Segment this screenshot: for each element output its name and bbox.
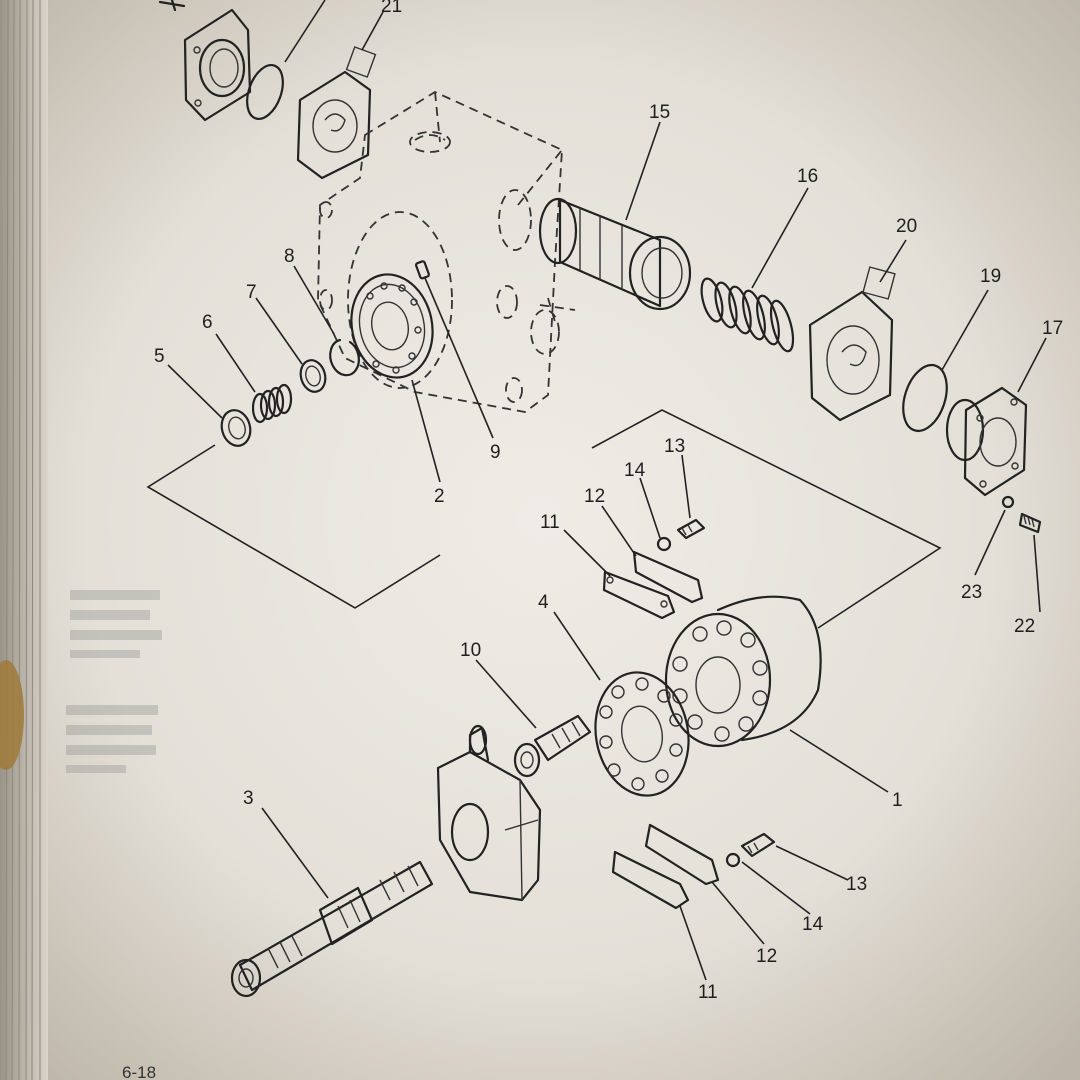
callout-1: 1 (892, 790, 903, 811)
callout-12-upper: 12 (584, 486, 605, 507)
o-ring-19 (902, 363, 948, 433)
callout-8: 8 (284, 246, 295, 267)
bolt-13-lower (740, 832, 776, 858)
bleed-through-text (66, 590, 162, 773)
callout-17: 17 (1042, 318, 1063, 339)
ring-7 (299, 359, 327, 393)
swash-block (436, 724, 542, 902)
callout-21: 21 (381, 0, 402, 17)
callout-14-lower: 14 (802, 914, 824, 935)
callout-7: 7 (246, 282, 257, 303)
callout-22: 22 (1014, 616, 1035, 637)
valve-plate-2 (350, 273, 434, 379)
callout-19: 19 (980, 266, 1001, 287)
bolt-22 (1018, 512, 1042, 534)
cover-17 (945, 386, 1028, 497)
finger-at-edge (0, 660, 24, 770)
o-ring-top (246, 64, 284, 120)
callout-11-lower: 11 (698, 982, 718, 1003)
plate-20 (808, 266, 896, 422)
plate-12-upper (632, 550, 704, 604)
callout-12-lower: 12 (756, 946, 777, 967)
spring-16 (700, 277, 795, 353)
callout-5: 5 (154, 346, 165, 367)
retainer-11-upper (602, 570, 676, 620)
callout-11-upper: 11 (540, 512, 560, 533)
callout-23: 23 (961, 582, 982, 603)
kit-bracket-left (146, 444, 441, 609)
snap-ring-8 (329, 338, 360, 377)
washer-14-lower (725, 852, 741, 868)
callout-13-upper: 13 (664, 436, 685, 457)
page-number: 6-18 (122, 1063, 156, 1080)
bolt-13-upper (676, 518, 706, 540)
washer-14-upper (656, 536, 672, 552)
callout-14-upper: 14 (624, 460, 646, 481)
piston-10 (513, 714, 592, 778)
callout-4: 4 (538, 592, 549, 613)
callout-3: 3 (243, 788, 254, 809)
washer-23 (1001, 495, 1015, 509)
callout-16: 16 (797, 166, 818, 187)
plate-4 (594, 671, 690, 797)
spring-6 (251, 383, 293, 424)
washer-5 (220, 409, 252, 447)
cylinder-block-1 (664, 595, 822, 748)
callout-9: 9 (490, 442, 501, 463)
sleeve-15 (538, 197, 692, 311)
callout-10: 10 (460, 640, 481, 661)
pin-9 (414, 260, 430, 280)
top-cover-left (158, 0, 252, 122)
retainer-11-lower (611, 850, 690, 910)
leader-lines (167, 0, 1047, 981)
callout-2: 2 (434, 486, 445, 507)
callout-20: 20 (896, 216, 917, 237)
kit-bracket-right (591, 409, 942, 629)
plate-21 (296, 46, 377, 180)
callout-13-lower: 13 (846, 874, 867, 895)
callout-15: 15 (649, 102, 670, 123)
drive-shaft-3 (230, 860, 434, 998)
pump-housing (317, 90, 576, 413)
page-stack-edge (5, 0, 41, 1080)
callout-6: 6 (202, 312, 213, 333)
